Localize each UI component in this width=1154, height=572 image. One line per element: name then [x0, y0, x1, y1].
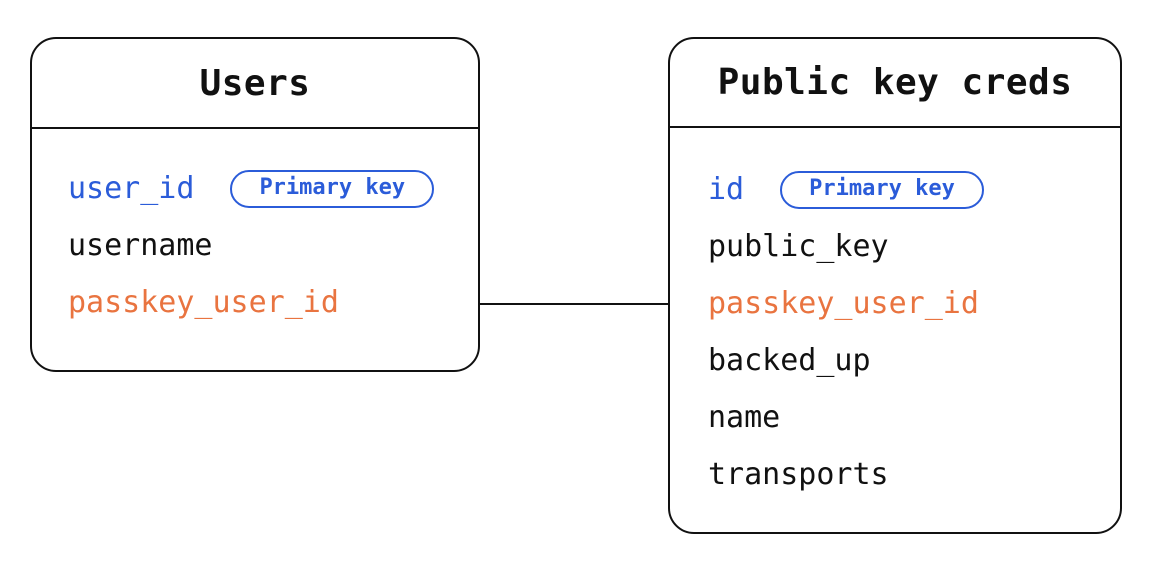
public-key-creds-table: Public key creds id Primary key public_key…	[668, 37, 1122, 534]
field-label: public_key	[708, 228, 889, 264]
users-table-header: Users	[32, 39, 478, 129]
field-row-backed_up: backed_up	[708, 332, 1120, 389]
field-label: user_id	[68, 170, 195, 206]
primary-key-badge: Primary key	[780, 170, 984, 209]
users-table-fields: user_id Primary key username passkey_user_i…	[32, 129, 478, 331]
field-row-public_key: public_key	[708, 218, 1120, 275]
field-row-name: name	[708, 389, 1120, 446]
field-label: name	[708, 399, 781, 435]
public-key-creds-table-title: Public key creds	[717, 62, 1073, 103]
field-label: username	[68, 227, 213, 263]
relationship-line	[480, 303, 668, 305]
field-row-transports: transports	[708, 446, 1120, 503]
field-row-passkey_user_id: passkey_user_id	[708, 275, 1120, 332]
public-key-creds-table-header: Public key creds	[670, 39, 1120, 128]
users-table: Users user_id Primary key username passkey_…	[30, 37, 480, 372]
field-row-id: id Primary key	[708, 161, 1120, 218]
primary-key-badge: Primary key	[230, 169, 435, 208]
field-row-passkey_user_id: passkey_user_id	[68, 274, 478, 331]
users-table-title: Users	[199, 62, 311, 104]
field-label: id	[708, 171, 745, 207]
field-label: transports	[708, 456, 889, 492]
field-label: backed_up	[708, 342, 871, 378]
field-label: passkey_user_id	[68, 284, 339, 320]
field-label: passkey_user_id	[708, 285, 979, 321]
field-row-user_id: user_id Primary key	[68, 160, 478, 217]
field-row-username: username	[68, 217, 478, 274]
